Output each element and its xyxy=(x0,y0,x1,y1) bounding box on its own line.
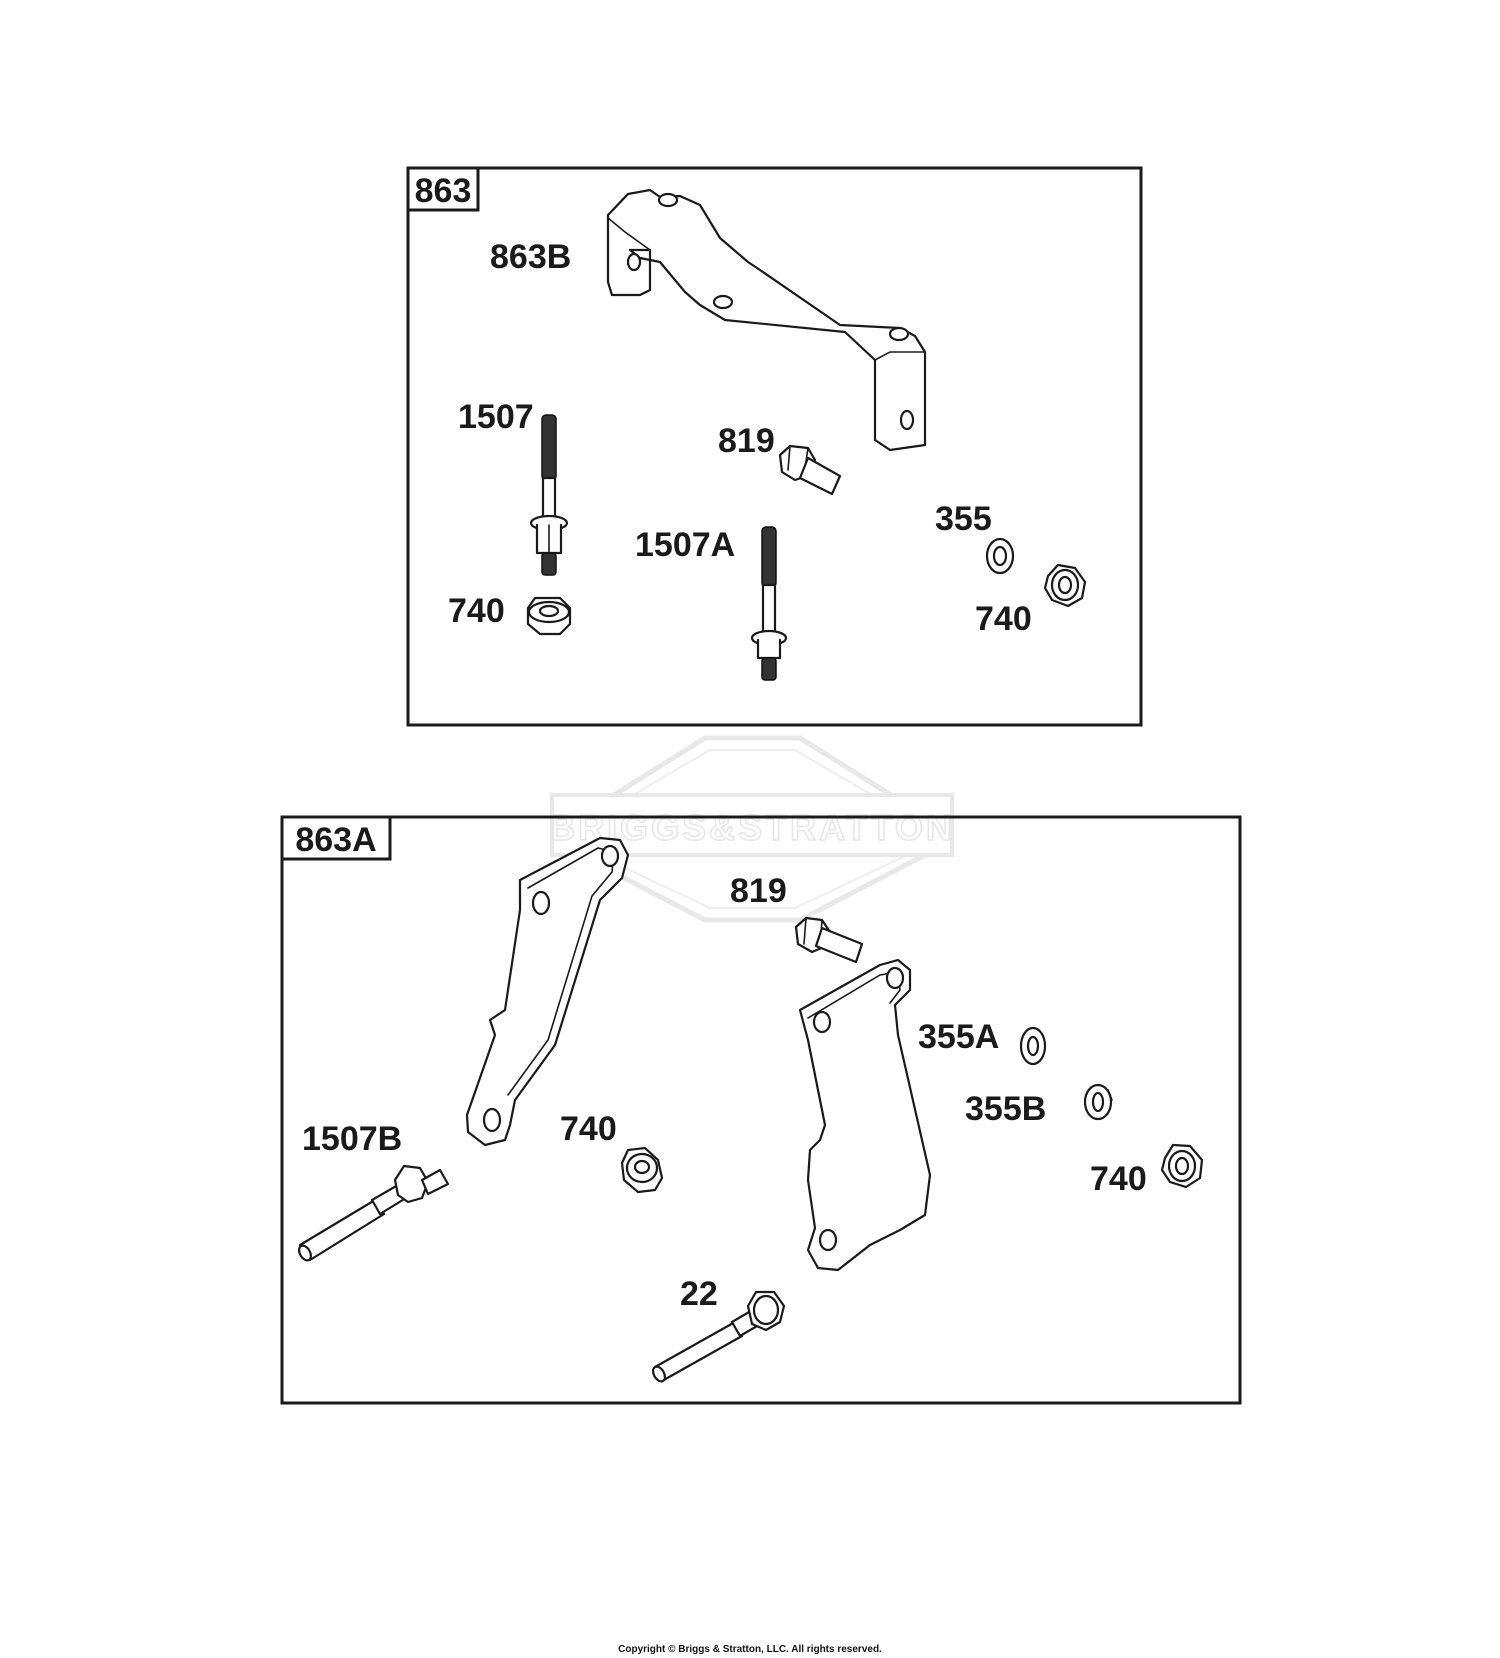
label-1507b: 1507B xyxy=(302,1120,402,1158)
group-863a-tag: 863A xyxy=(295,821,376,859)
bracket-left xyxy=(465,836,630,1147)
copyright-text: Copyright © Briggs & Stratton, LLC. All … xyxy=(618,1644,882,1655)
group-863: 863 863B 1507 819 xyxy=(406,166,1143,727)
watermark-logo: BRIGGS&STRATTON xyxy=(548,735,954,923)
group-863-tag: 863 xyxy=(415,172,472,210)
label-819-top: 819 xyxy=(718,422,775,460)
label-863b: 863B xyxy=(490,238,571,276)
bolt-819-bottom xyxy=(794,916,864,964)
bracket-863b xyxy=(606,188,927,452)
group-863a-frame xyxy=(280,815,1242,1405)
label-355a: 355A xyxy=(918,1018,999,1056)
stud-1507b xyxy=(298,1164,450,1262)
washer-355 xyxy=(985,537,1015,575)
label-1507: 1507 xyxy=(458,398,534,436)
label-740-top-left: 740 xyxy=(448,592,505,630)
label-819-bottom: 819 xyxy=(730,872,787,910)
group-863a-tag-box xyxy=(280,815,392,861)
group-863a: 863A 819 355A xyxy=(280,815,1242,1405)
label-740-bottom-mid: 740 xyxy=(560,1110,617,1148)
nut-740-top-left xyxy=(526,596,572,636)
group-863-tag-box xyxy=(406,166,480,212)
stud-1507 xyxy=(529,414,569,576)
nut-740-bottom-right xyxy=(1160,1143,1204,1189)
nut-740-bottom-mid xyxy=(620,1146,664,1194)
label-22: 22 xyxy=(680,1275,718,1313)
label-355: 355 xyxy=(935,500,992,538)
bracket-right xyxy=(798,958,932,1272)
washer-355b xyxy=(1083,1083,1113,1121)
label-355b: 355B xyxy=(965,1090,1046,1128)
bolt-819-top xyxy=(778,444,842,496)
stud-1507a xyxy=(750,526,788,681)
group-863-frame xyxy=(406,166,1143,727)
bolt-22 xyxy=(652,1290,786,1383)
washer-355a xyxy=(1019,1026,1047,1066)
label-1507a: 1507A xyxy=(635,526,735,564)
nut-740-top-right xyxy=(1043,563,1087,608)
label-740-top-right: 740 xyxy=(975,600,1032,638)
label-740-bottom-right: 740 xyxy=(1090,1160,1147,1198)
